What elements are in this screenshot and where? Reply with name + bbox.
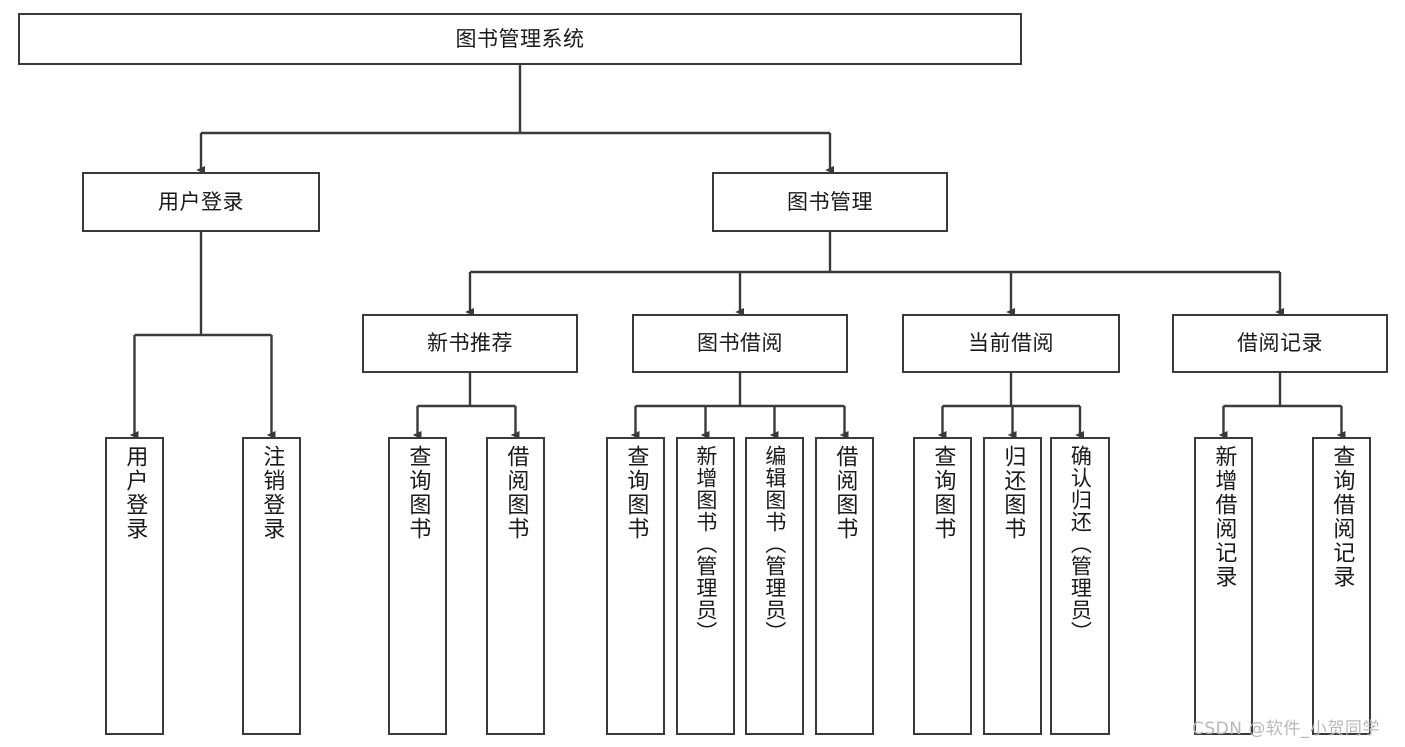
node-label: 编辑图书（管理员） bbox=[762, 445, 787, 643]
node-label: 图书管理 bbox=[787, 189, 873, 214]
node-label: 图书管理系统 bbox=[455, 26, 585, 51]
node-label: 借阅图书 bbox=[832, 445, 858, 541]
node-leaf-bw-edit[interactable]: 编辑图书（管理员） bbox=[745, 437, 804, 735]
node-label: 确认归还（管理员） bbox=[1068, 445, 1093, 643]
node-root[interactable]: 图书管理系统 bbox=[18, 13, 1022, 65]
node-records[interactable]: 借阅记录 bbox=[1172, 314, 1388, 373]
watermark: CSDN @软件_小贺同学 bbox=[1192, 719, 1380, 739]
node-leaf-nb-query[interactable]: 查询图书 bbox=[388, 437, 447, 735]
node-leaf-nb-borrow[interactable]: 借阅图书 bbox=[486, 437, 545, 735]
node-leaf-bw-lend[interactable]: 借阅图书 bbox=[815, 437, 874, 735]
node-label: 新增借阅记录 bbox=[1211, 445, 1237, 589]
node-label: 查询借阅记录 bbox=[1329, 445, 1355, 589]
node-label: 当前借阅 bbox=[968, 331, 1054, 356]
node-label: 新书推荐 bbox=[427, 331, 513, 356]
node-label: 图书借阅 bbox=[697, 331, 783, 356]
node-label: 注销登录 bbox=[259, 445, 285, 541]
node-label: 用户登录 bbox=[158, 189, 244, 214]
node-newbooks[interactable]: 新书推荐 bbox=[362, 314, 578, 373]
node-label: 借阅图书 bbox=[503, 445, 529, 541]
node-label: 查询图书 bbox=[930, 445, 956, 541]
node-leaf-rc-add[interactable]: 新增借阅记录 bbox=[1194, 437, 1253, 735]
node-leaf-rc-query[interactable]: 查询借阅记录 bbox=[1312, 437, 1371, 735]
node-label: 用户登录 bbox=[122, 445, 148, 541]
node-label: 借阅记录 bbox=[1237, 331, 1323, 356]
node-login[interactable]: 用户登录 bbox=[82, 172, 320, 232]
node-label: 归还图书 bbox=[1000, 445, 1026, 541]
node-label: 查询图书 bbox=[405, 445, 431, 541]
node-leaf-bw-query[interactable]: 查询图书 bbox=[606, 437, 665, 735]
node-leaf-logout[interactable]: 注销登录 bbox=[242, 437, 301, 735]
node-bookmgmt[interactable]: 图书管理 bbox=[712, 172, 948, 232]
node-leaf-cb-confirm[interactable]: 确认归还（管理员） bbox=[1050, 437, 1110, 735]
node-leaf-login[interactable]: 用户登录 bbox=[105, 437, 164, 735]
node-current[interactable]: 当前借阅 bbox=[902, 314, 1120, 373]
node-label: 查询图书 bbox=[623, 445, 649, 541]
node-leaf-cb-return[interactable]: 归还图书 bbox=[983, 437, 1042, 735]
node-borrow[interactable]: 图书借阅 bbox=[632, 314, 848, 373]
node-label: 新增图书（管理员） bbox=[693, 445, 718, 643]
node-leaf-bw-add[interactable]: 新增图书（管理员） bbox=[676, 437, 735, 735]
node-leaf-cb-query[interactable]: 查询图书 bbox=[913, 437, 972, 735]
